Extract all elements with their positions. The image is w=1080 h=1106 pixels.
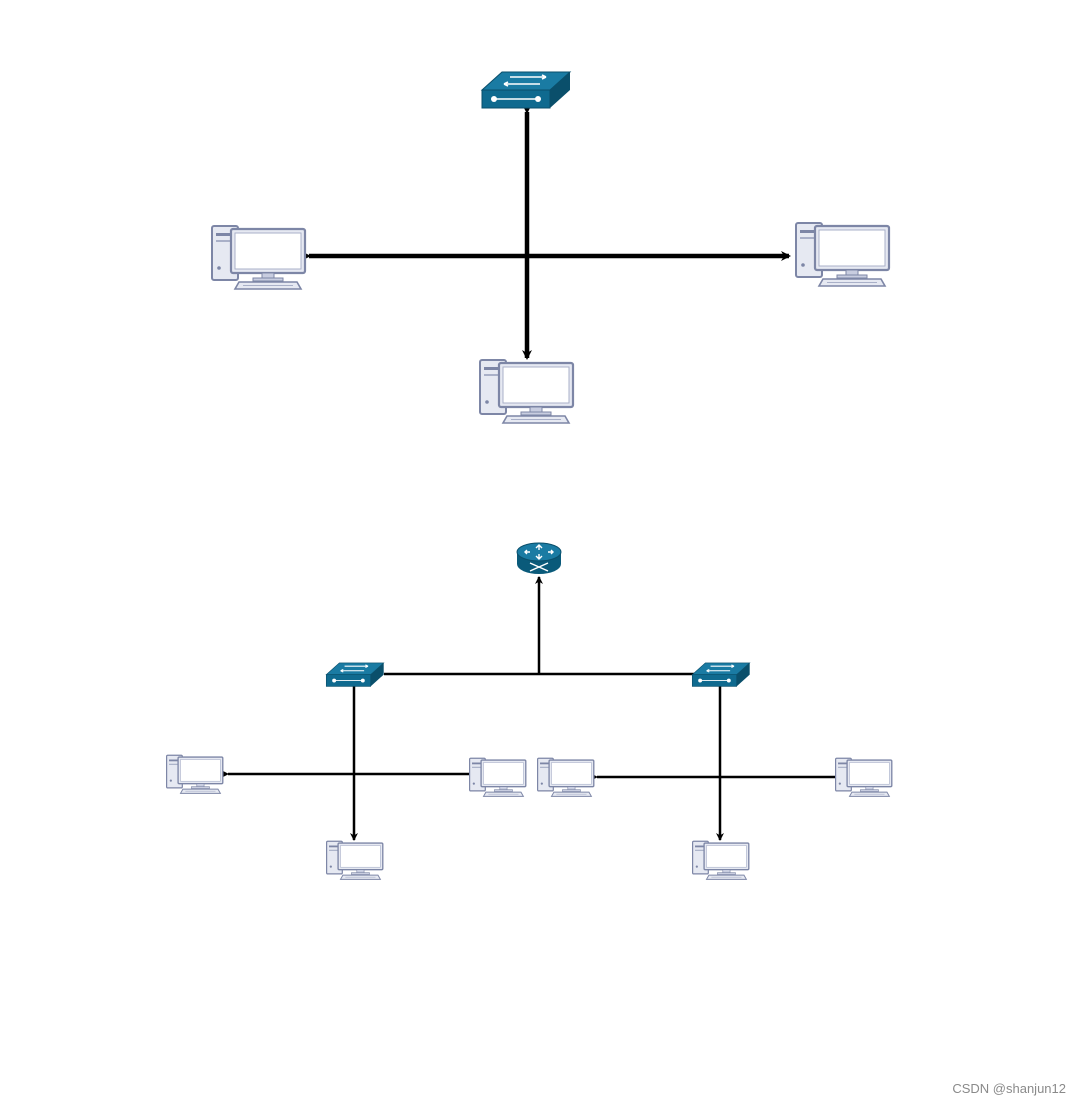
watermark-text: CSDN @shanjun12 [952,1081,1066,1096]
switch-icon [481,71,571,109]
computer-icon [692,840,750,881]
switch-icon [691,662,751,687]
computer-icon [479,358,575,424]
computer-icon [469,757,527,798]
computer-icon [795,221,891,287]
computer-icon [537,757,595,798]
top-network [211,71,891,424]
router-icon [516,542,562,575]
bottom-network [166,542,893,881]
switch-icon [325,662,385,687]
computer-icon [166,754,224,795]
computer-icon [211,224,307,290]
computer-icon [326,840,384,881]
computer-icon [835,757,893,798]
